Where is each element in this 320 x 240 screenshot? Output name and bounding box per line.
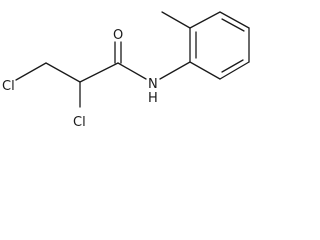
- ring-bond-6: [189, 61, 221, 80]
- ring-double-bond-3: [221, 59, 244, 73]
- atom-oxygen: O: [113, 28, 123, 43]
- bond-chcl-carbonyl: [79, 62, 119, 83]
- ring-bond-5: [219, 61, 250, 80]
- bond-ring-methyl: [161, 11, 191, 29]
- bond-nitrogen-ring: [159, 61, 191, 80]
- atom-hydrogen: H: [148, 91, 158, 106]
- chemical-structure: Cl Cl O N H: [2, 11, 250, 130]
- ring-double-bond-2: [221, 18, 245, 32]
- bond-carbonyl-nitrogen: [117, 62, 147, 80]
- atom-cl-bottom: Cl: [73, 115, 86, 130]
- bond-cl-ch2: [15, 62, 47, 81]
- ring-bond-3: [219, 11, 250, 29]
- bond-ch2-chcl: [45, 62, 81, 83]
- atom-cl-left: Cl: [2, 79, 15, 94]
- ring-bond-2: [189, 11, 221, 29]
- atom-nitrogen: N: [148, 77, 158, 92]
